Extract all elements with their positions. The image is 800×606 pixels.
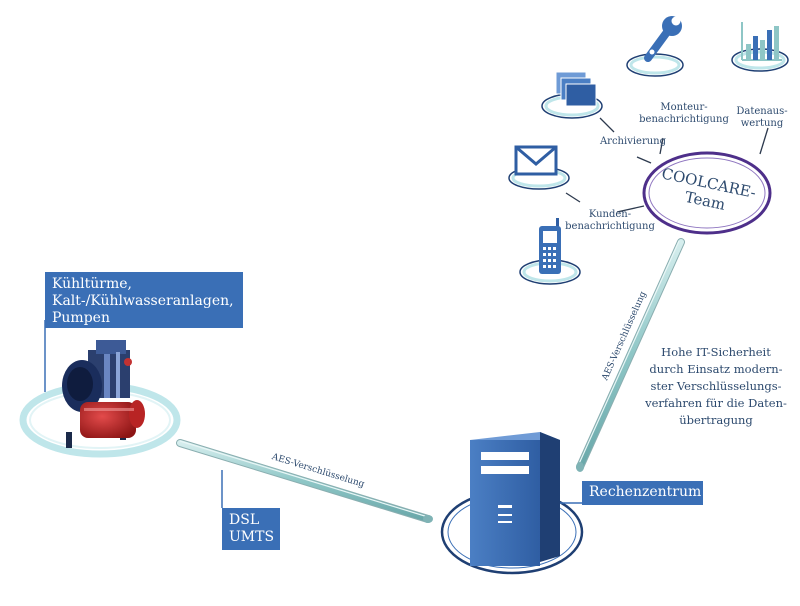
archive-label: Archivierung	[599, 136, 667, 147]
security-note-line: Hohe IT-Sicherheit	[661, 345, 771, 359]
folders-icon	[555, 71, 597, 107]
plant-label-line: Pumpen	[52, 310, 110, 326]
connection-line: UMTS	[229, 529, 275, 545]
mobile-phone-icon	[539, 218, 561, 274]
security-note-line: durch Einsatz modern-	[649, 362, 783, 376]
service-connectors	[565, 117, 769, 213]
security-note-line: ster Verschlüsselungs-	[650, 379, 782, 393]
bar-chart-icon	[741, 22, 782, 61]
encrypted-link-datacenter-team	[576, 238, 685, 472]
security-note-line: übertragung	[679, 413, 753, 427]
connection-line: DSL	[229, 512, 260, 528]
team-node	[642, 151, 772, 235]
security-note: Hohe IT-Sicherheit durch Einsatz modern-…	[640, 344, 792, 429]
security-note-line: verfahren für die Daten-	[645, 396, 787, 410]
plant-label-line: Kühltürme,	[52, 276, 133, 292]
encrypted-link-plant-datacenter	[176, 439, 433, 523]
cooling-plant-icon	[62, 340, 145, 448]
wrench-icon	[644, 16, 682, 62]
customer-label: Kunden- benachrichtigung	[560, 209, 660, 233]
envelope-icon	[514, 145, 558, 176]
plant-label: Kühltürme, Kalt-/Kühlwasseranlagen, Pump…	[45, 272, 243, 328]
technician-label-line: benachrichtigung	[639, 114, 729, 125]
datacenter-label: Rechenzentrum	[582, 481, 703, 505]
connection-label: DSL UMTS	[222, 508, 280, 550]
customer-label-line: benachrichtigung	[565, 221, 655, 232]
analysis-label-line: wertung	[740, 118, 784, 129]
server-tower-icon	[470, 432, 560, 566]
customer-label-line: Kunden-	[588, 209, 632, 220]
analysis-label-line: Datenaus-	[736, 106, 788, 117]
technician-label: Monteur- benachrichtigung	[634, 102, 734, 126]
technician-label-line: Monteur-	[660, 102, 708, 113]
analysis-label: Datenaus- wertung	[732, 106, 792, 130]
plant-label-line: Kalt-/Kühlwasseranlagen,	[52, 293, 234, 309]
